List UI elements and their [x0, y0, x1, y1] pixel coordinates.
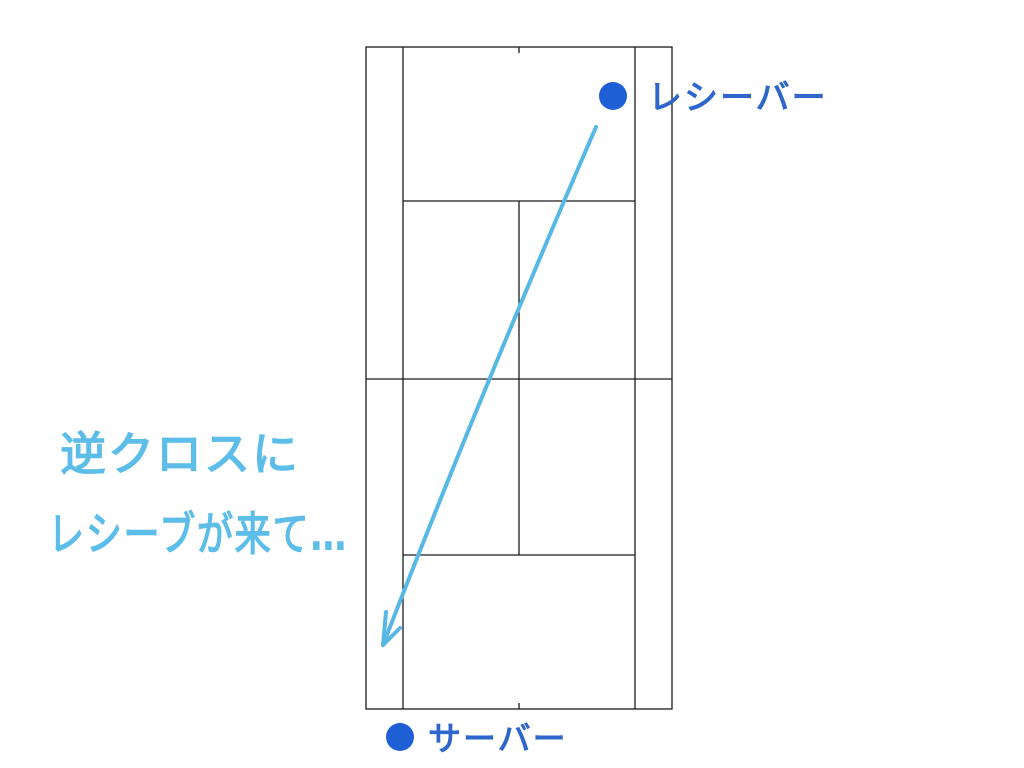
server-label: サーバー [428, 719, 568, 758]
note-line-2: レシーブが来て… [48, 507, 348, 561]
receiver-label: レシーバー [648, 78, 828, 118]
arrow-head-left [381, 610, 388, 647]
server-dot [386, 723, 414, 751]
shot-arrow [381, 125, 598, 647]
court [365, 46, 673, 710]
receiver-dot [599, 82, 627, 110]
arrow-head-right [381, 626, 402, 647]
arrow-shaft [381, 125, 598, 647]
note-line-1: 逆クロスに [60, 427, 300, 481]
